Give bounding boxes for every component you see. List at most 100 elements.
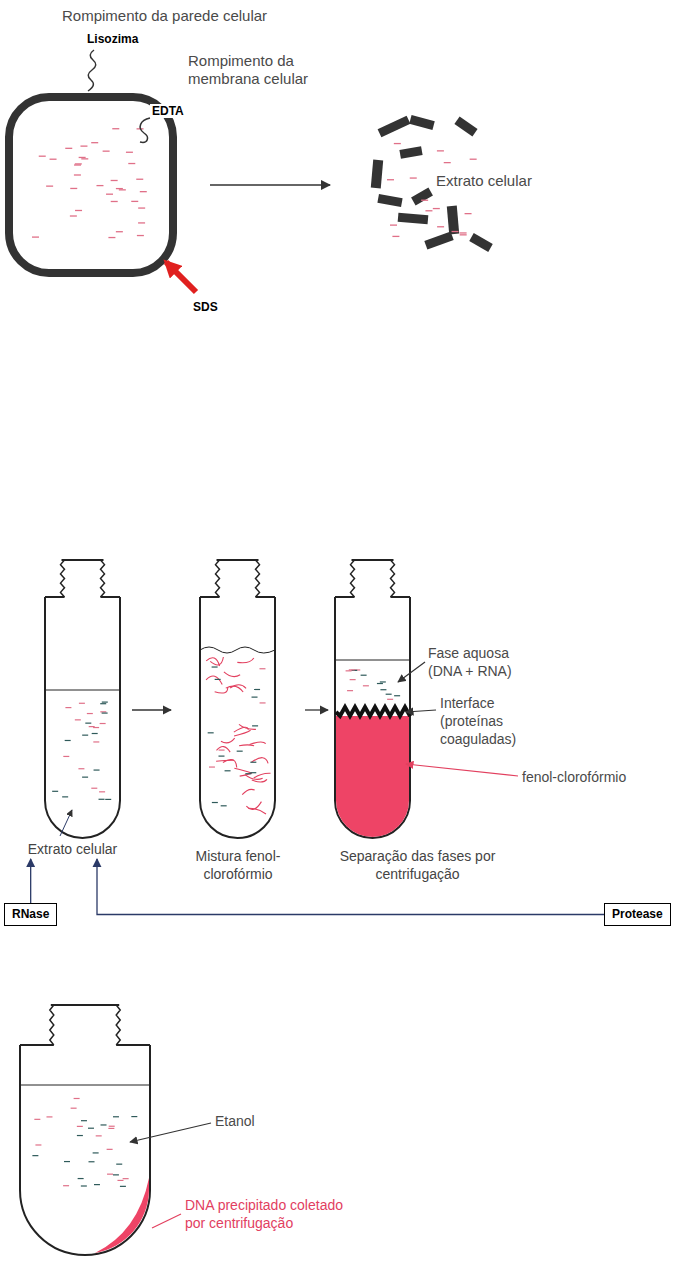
dash: [46, 1116, 52, 1117]
dash: [425, 210, 432, 211]
phenol-droplet: [206, 676, 222, 685]
label: EDTA: [150, 104, 186, 118]
dash: [87, 713, 93, 714]
dash: [377, 683, 383, 684]
dash: [65, 707, 71, 708]
dash: [105, 799, 111, 800]
dash: [421, 200, 428, 201]
dash: [119, 189, 126, 190]
dash: [78, 1178, 84, 1179]
label: Rompimento da membrana celular: [188, 52, 323, 88]
fragment: [399, 146, 422, 159]
dash: [79, 157, 86, 158]
dash: [92, 733, 98, 734]
dash: [100, 703, 106, 704]
dash: [387, 179, 394, 180]
dash: [394, 143, 401, 144]
dash: [390, 224, 397, 225]
dash: [380, 681, 386, 682]
dash: [208, 732, 214, 733]
dash: [52, 791, 58, 792]
tube-node: Separação das fases por centrifugação: [330, 597, 505, 883]
test-tube: [335, 560, 410, 838]
dash: [250, 772, 256, 773]
dash: [65, 148, 72, 149]
dash: [106, 194, 113, 195]
dash: [65, 740, 71, 741]
connector: [305, 709, 328, 710]
dash: [89, 726, 95, 727]
dash: [116, 188, 123, 189]
protein-interface: [336, 707, 410, 716]
phenol-droplet: [223, 760, 237, 768]
dash: [64, 1161, 70, 1162]
dash: [138, 207, 145, 208]
dash: [93, 741, 99, 742]
dash: [128, 163, 135, 164]
tubes: [20, 560, 410, 1255]
tube-node: Extrato celular: [15, 597, 130, 858]
dash: [100, 711, 106, 712]
dash: [35, 1144, 41, 1145]
dash: [74, 174, 81, 175]
dash: [77, 1135, 83, 1136]
dash: [394, 695, 400, 696]
dash: [392, 236, 399, 237]
dash: [221, 805, 227, 806]
dash: [433, 208, 440, 209]
dash: [32, 236, 39, 237]
label: DNA precipitado coletado por centrifugaç…: [185, 1196, 350, 1232]
fragment: [424, 231, 453, 249]
tube-node: Mistura fenol-clorofórmio: [173, 597, 303, 883]
dash: [96, 185, 103, 186]
dash: [107, 1174, 113, 1175]
fragment: [447, 206, 459, 235]
dash: [99, 791, 105, 792]
dash: [452, 231, 459, 232]
dash: [113, 1116, 119, 1117]
connector: [97, 859, 604, 915]
dash: [102, 712, 108, 713]
dash: [209, 766, 215, 767]
dash: [102, 701, 108, 702]
dash: [252, 697, 258, 698]
dash: [212, 666, 218, 667]
dash: [131, 201, 138, 202]
connector: [30, 859, 31, 903]
label: Rompimento da parede celular: [62, 7, 382, 25]
dash: [94, 1184, 100, 1185]
dash: [120, 1186, 126, 1187]
dash: [80, 145, 87, 146]
leader-line: [406, 764, 518, 776]
fragment: [411, 188, 433, 206]
reagent-box: RNase: [4, 903, 57, 926]
dash: [363, 685, 369, 686]
dash: [380, 689, 386, 690]
phenol-droplet: [215, 687, 228, 693]
dash: [75, 719, 81, 720]
label: SDS: [193, 300, 218, 314]
dash: [108, 237, 115, 238]
dash: [254, 689, 260, 690]
node-text: Separação das fases por centrifugação: [330, 847, 505, 883]
phenol-droplet: [206, 658, 219, 666]
dash: [91, 788, 97, 789]
dash: [62, 796, 68, 797]
process-arrow: [210, 184, 330, 186]
dash: [94, 769, 100, 770]
leader-line: [406, 710, 436, 712]
dash: [225, 770, 231, 771]
sds-arrow: [166, 262, 196, 292]
phenol-droplet: [250, 742, 266, 745]
dash: [79, 703, 85, 704]
dash: [82, 735, 88, 736]
dash: [82, 777, 88, 778]
phenol-droplet: [248, 808, 266, 814]
dash: [46, 185, 53, 186]
fragment: [454, 117, 477, 137]
dash: [91, 142, 98, 143]
label: Etanol: [215, 1112, 335, 1130]
dash: [108, 1128, 114, 1129]
